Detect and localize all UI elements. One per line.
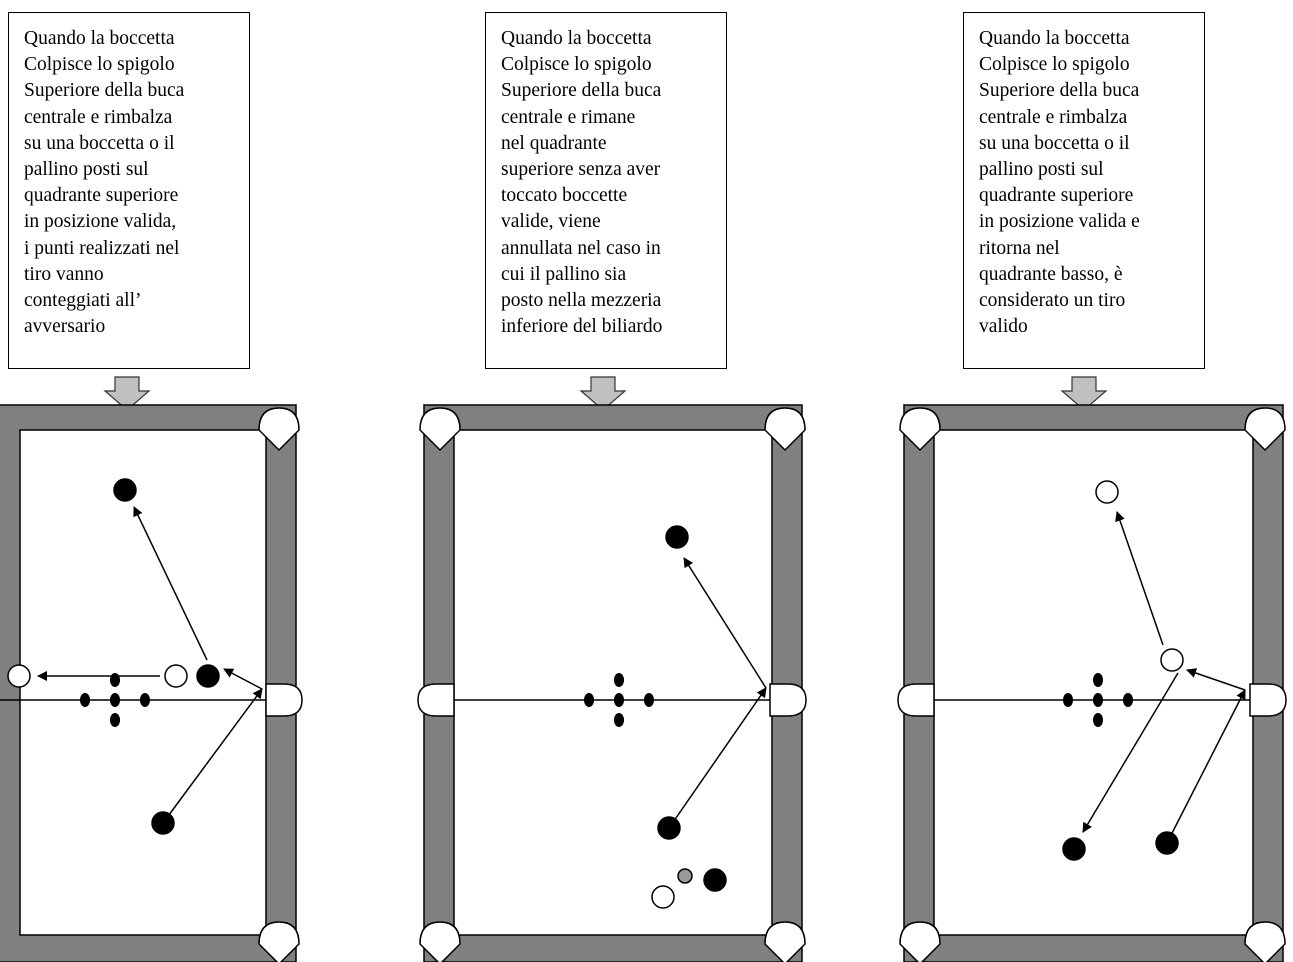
caption-line: ritorna nel [979, 237, 1060, 259]
ball-black [665, 525, 689, 549]
caption-box-3: Quando la boccetta Colpisce lo spigolo S… [963, 12, 1205, 369]
caption-line: pallino posti sul [24, 159, 149, 181]
caption-line: valido [979, 316, 1028, 338]
skittle-pin [140, 693, 150, 707]
down-arrow-icon [579, 376, 627, 411]
pocket-corner [899, 407, 941, 452]
skittle-pin [584, 693, 594, 707]
ball-grey [677, 868, 693, 884]
caption-line: pallino posti sul [979, 159, 1104, 181]
skittle-pin [1063, 693, 1073, 707]
pocket-corner [764, 921, 806, 962]
down-arrow-icon [1060, 376, 1108, 411]
trajectory-arrow [133, 506, 208, 661]
caption-line: quadrante superiore [24, 185, 179, 207]
trajectory-arrow [1186, 668, 1246, 691]
skittle-pin [1093, 693, 1103, 707]
ball-white [7, 664, 31, 688]
pocket-corner [419, 921, 461, 962]
caption-box-1: Quando la boccetta Colpisce lo spigolo S… [8, 12, 250, 369]
caption-line: conteggiati all’ [24, 290, 142, 312]
pocket-corner [419, 407, 461, 452]
caption-line: Superiore della buca [979, 80, 1140, 102]
pocket-side [265, 683, 303, 717]
caption-line: tiro vanno [24, 263, 104, 285]
caption-line: centrale e rimbalza [979, 106, 1128, 128]
ball-black [1062, 837, 1086, 861]
caption-line: valide, viene [501, 211, 601, 233]
caption-line: Quando la boccetta [501, 28, 652, 49]
caption-line: Quando la boccetta [979, 28, 1130, 49]
caption-line: superiore senza aver [501, 159, 661, 181]
pocket-side [769, 683, 807, 717]
skittle-pin [644, 693, 654, 707]
trajectory-arrow [223, 668, 263, 690]
caption-line: considerato un tiro [979, 290, 1126, 312]
trajectory-arrow [683, 557, 767, 689]
caption-line: avversario [24, 316, 106, 338]
trajectory-arrow [1166, 689, 1246, 844]
skittle-pin [614, 713, 624, 727]
caption-line: nel quadrante [501, 132, 607, 154]
caption-line: centrale e rimbalza [24, 106, 173, 128]
skittle-pin [110, 713, 120, 727]
trajectory-arrow [162, 688, 263, 824]
skittle-pin [1123, 693, 1133, 707]
pocket-corner [258, 407, 300, 452]
caption-line: quadrante basso, è [979, 263, 1123, 285]
pocket-side [897, 683, 935, 717]
table-playing-field [19, 429, 267, 936]
caption-line: i punti realizzati nel [24, 237, 180, 259]
caption-line: su una boccetta o il [979, 132, 1130, 154]
ball-white [164, 664, 188, 688]
caption-line: centrale e rimane [501, 106, 636, 128]
caption-line: Superiore della buca [24, 80, 185, 102]
pocket-side [417, 683, 455, 717]
skittle-pin [614, 693, 624, 707]
skittle-pin [1093, 673, 1103, 687]
skittle-pin [110, 673, 120, 687]
ball-black [113, 478, 137, 502]
caption-line: su una boccetta o il [24, 132, 175, 154]
caption-line: in posizione valida e [979, 211, 1140, 233]
caption-line: posto nella mezzeria [501, 290, 662, 312]
down-arrow-icon [103, 376, 151, 411]
pocket-corner [1244, 921, 1286, 962]
pocket-corner [258, 921, 300, 962]
ball-white [1160, 648, 1184, 672]
ball-white [651, 885, 675, 909]
trajectory-arrow [1082, 672, 1179, 833]
caption-line: inferiore del biliardo [501, 316, 663, 338]
ball-black [196, 664, 220, 688]
caption-line: in posizione valida, [24, 211, 177, 233]
pocket-corner [764, 407, 806, 452]
pocket-corner [1244, 407, 1286, 452]
caption-line: Quando la boccetta [24, 28, 175, 49]
caption-line: annullata nel caso in [501, 237, 661, 259]
trajectory-arrow [668, 687, 767, 829]
caption-line: Colpisce lo spigolo [501, 54, 652, 76]
caption-line: Colpisce lo spigolo [979, 54, 1130, 76]
caption-line: quadrante superiore [979, 185, 1134, 207]
caption-line: Colpisce lo spigolo [24, 54, 175, 76]
caption-line: Superiore della buca [501, 80, 662, 102]
skittle-pin [110, 693, 120, 707]
pocket-side [1249, 683, 1287, 717]
pocket-corner [899, 921, 941, 962]
caption-line: toccato boccette [501, 185, 628, 207]
caption-box-2: Quando la boccetta Colpisce lo spigolo S… [485, 12, 727, 369]
ball-white [1095, 480, 1119, 504]
skittle-pin [80, 693, 90, 707]
skittle-pin [614, 673, 624, 687]
table-playing-field [453, 429, 773, 936]
ball-black [703, 868, 727, 892]
caption-line: cui il pallino sia [501, 263, 627, 285]
trajectory-arrow [1115, 511, 1164, 646]
skittle-pin [1093, 713, 1103, 727]
